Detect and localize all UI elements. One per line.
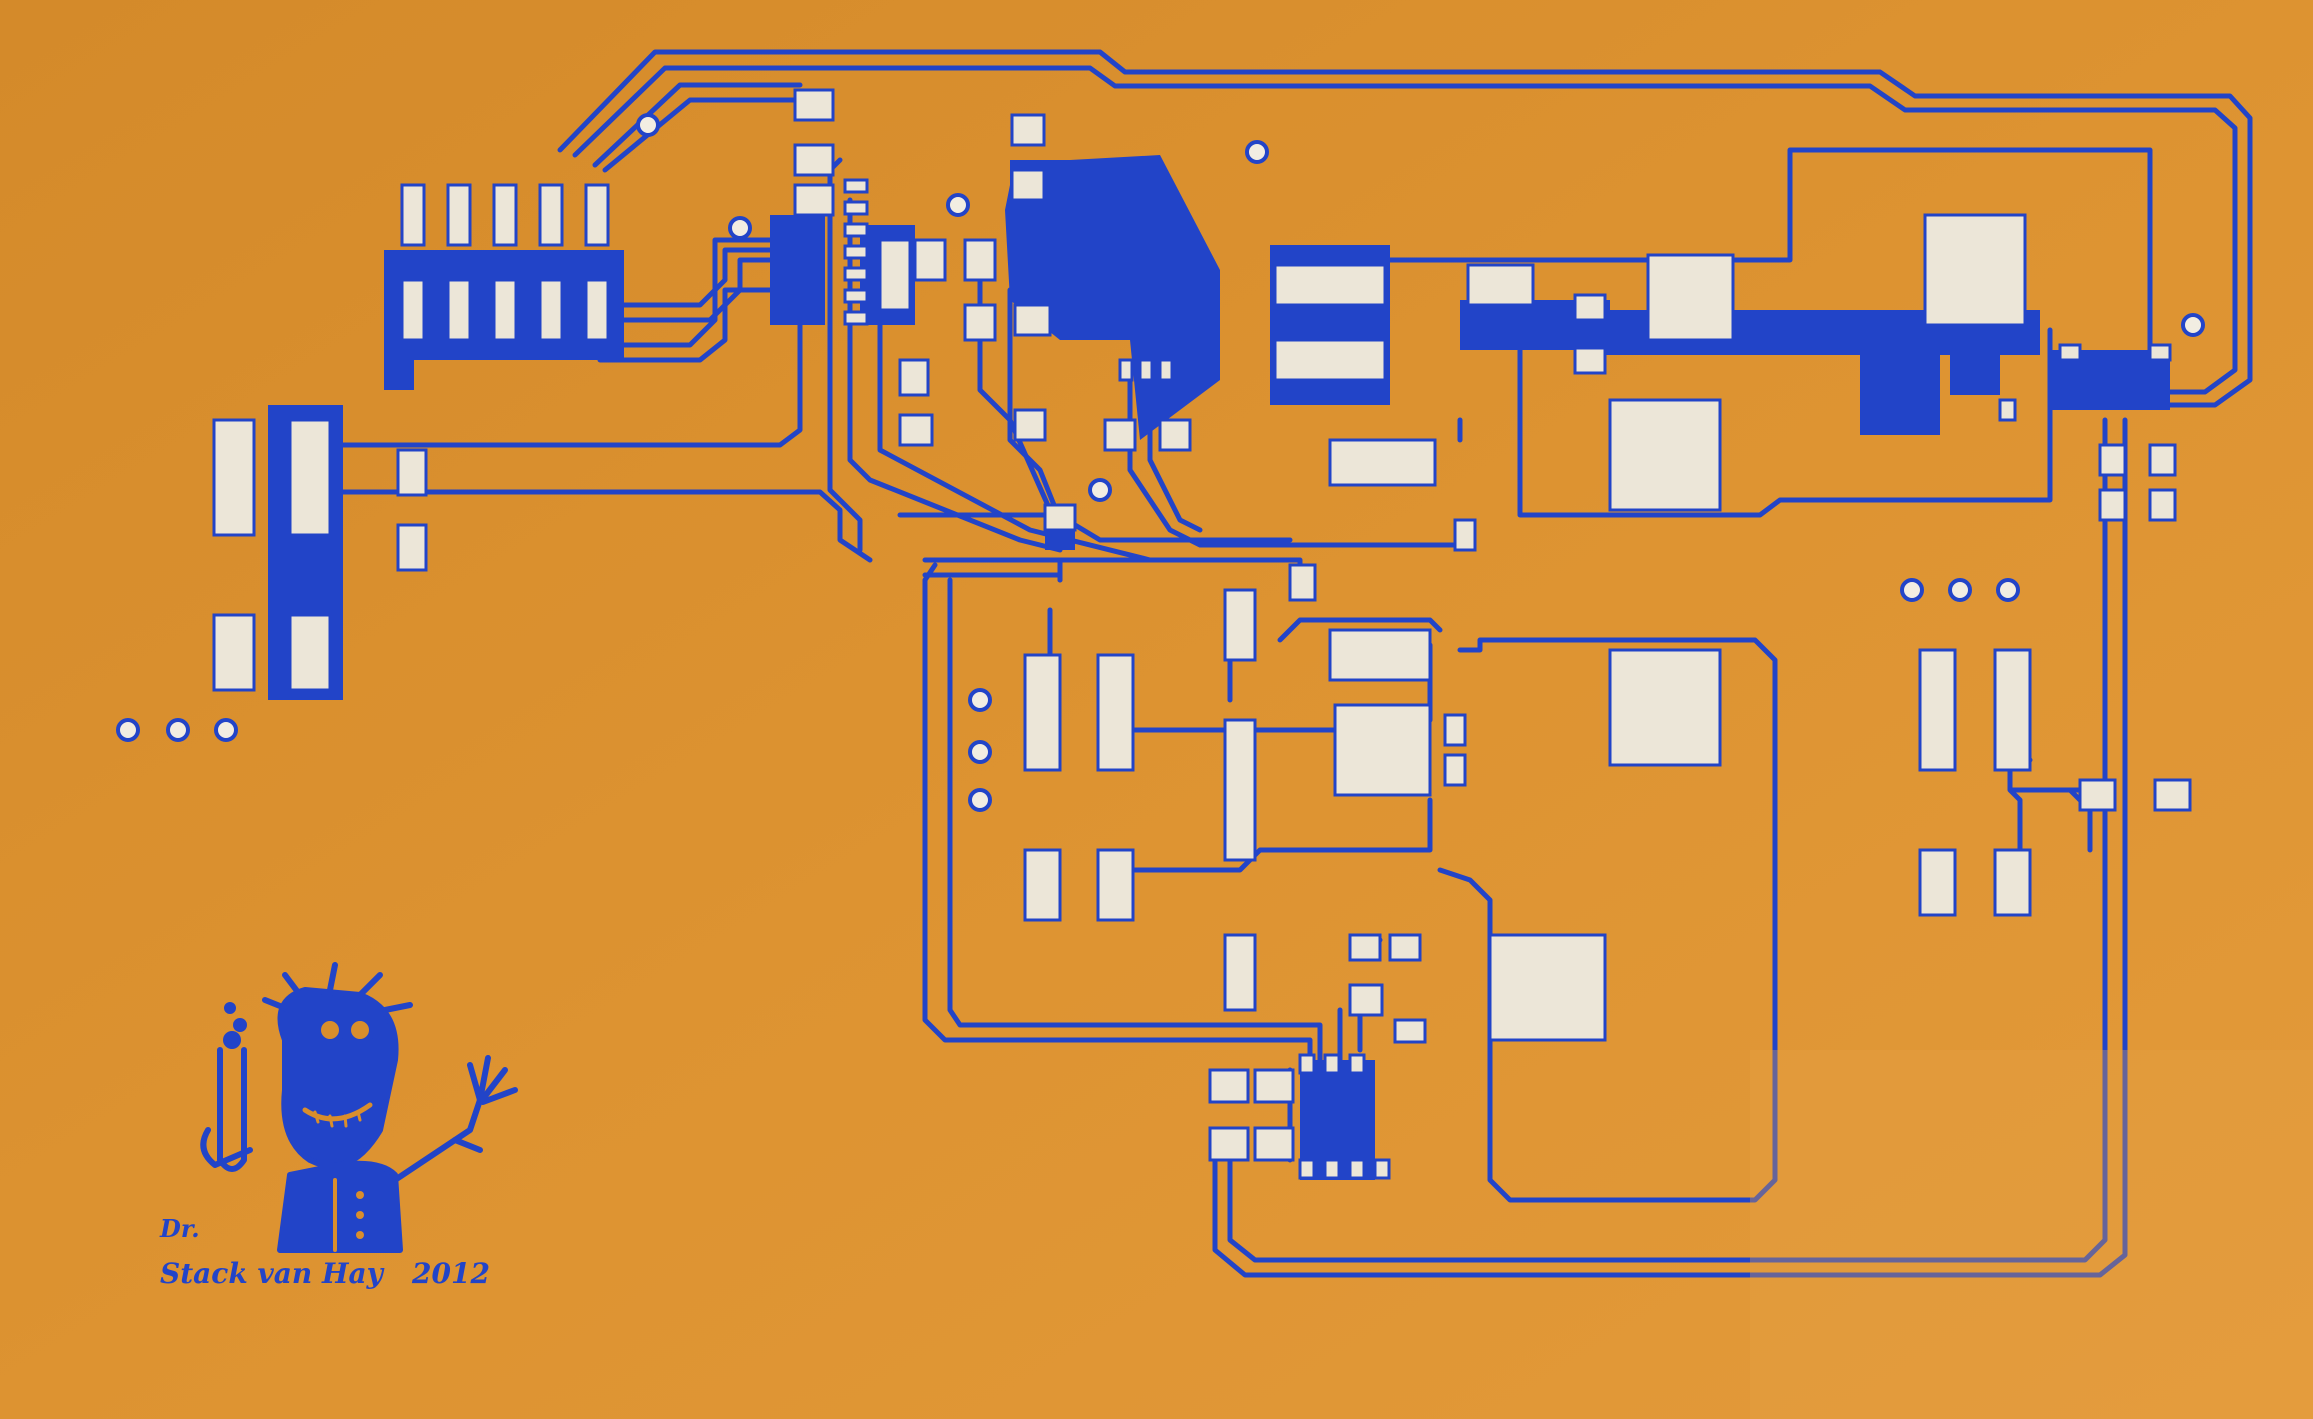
- header-pad: [584, 278, 610, 342]
- header-pad: [492, 183, 518, 247]
- signature-line1: Dr.: [159, 1214, 200, 1243]
- pads: [212, 88, 2192, 1180]
- header-pad: [446, 183, 472, 247]
- header-pad: [400, 278, 426, 342]
- header-pad: [492, 278, 518, 342]
- header-pad: [446, 278, 472, 342]
- signature-year: 2012: [411, 1257, 490, 1290]
- header-pad: [538, 183, 564, 247]
- traces: [327, 49, 2253, 1278]
- signature-text: Dr. Stack van Hay 2012: [159, 1214, 490, 1290]
- header-pad: [584, 183, 610, 247]
- mad-scientist-logo: [200, 962, 518, 1253]
- header-pad: [538, 278, 564, 342]
- header-pad: [400, 183, 426, 247]
- drill-holes: [116, 113, 2205, 812]
- signature-line2: Stack van Hay: [160, 1257, 385, 1290]
- substrate-highlight: [1750, 1050, 2313, 1419]
